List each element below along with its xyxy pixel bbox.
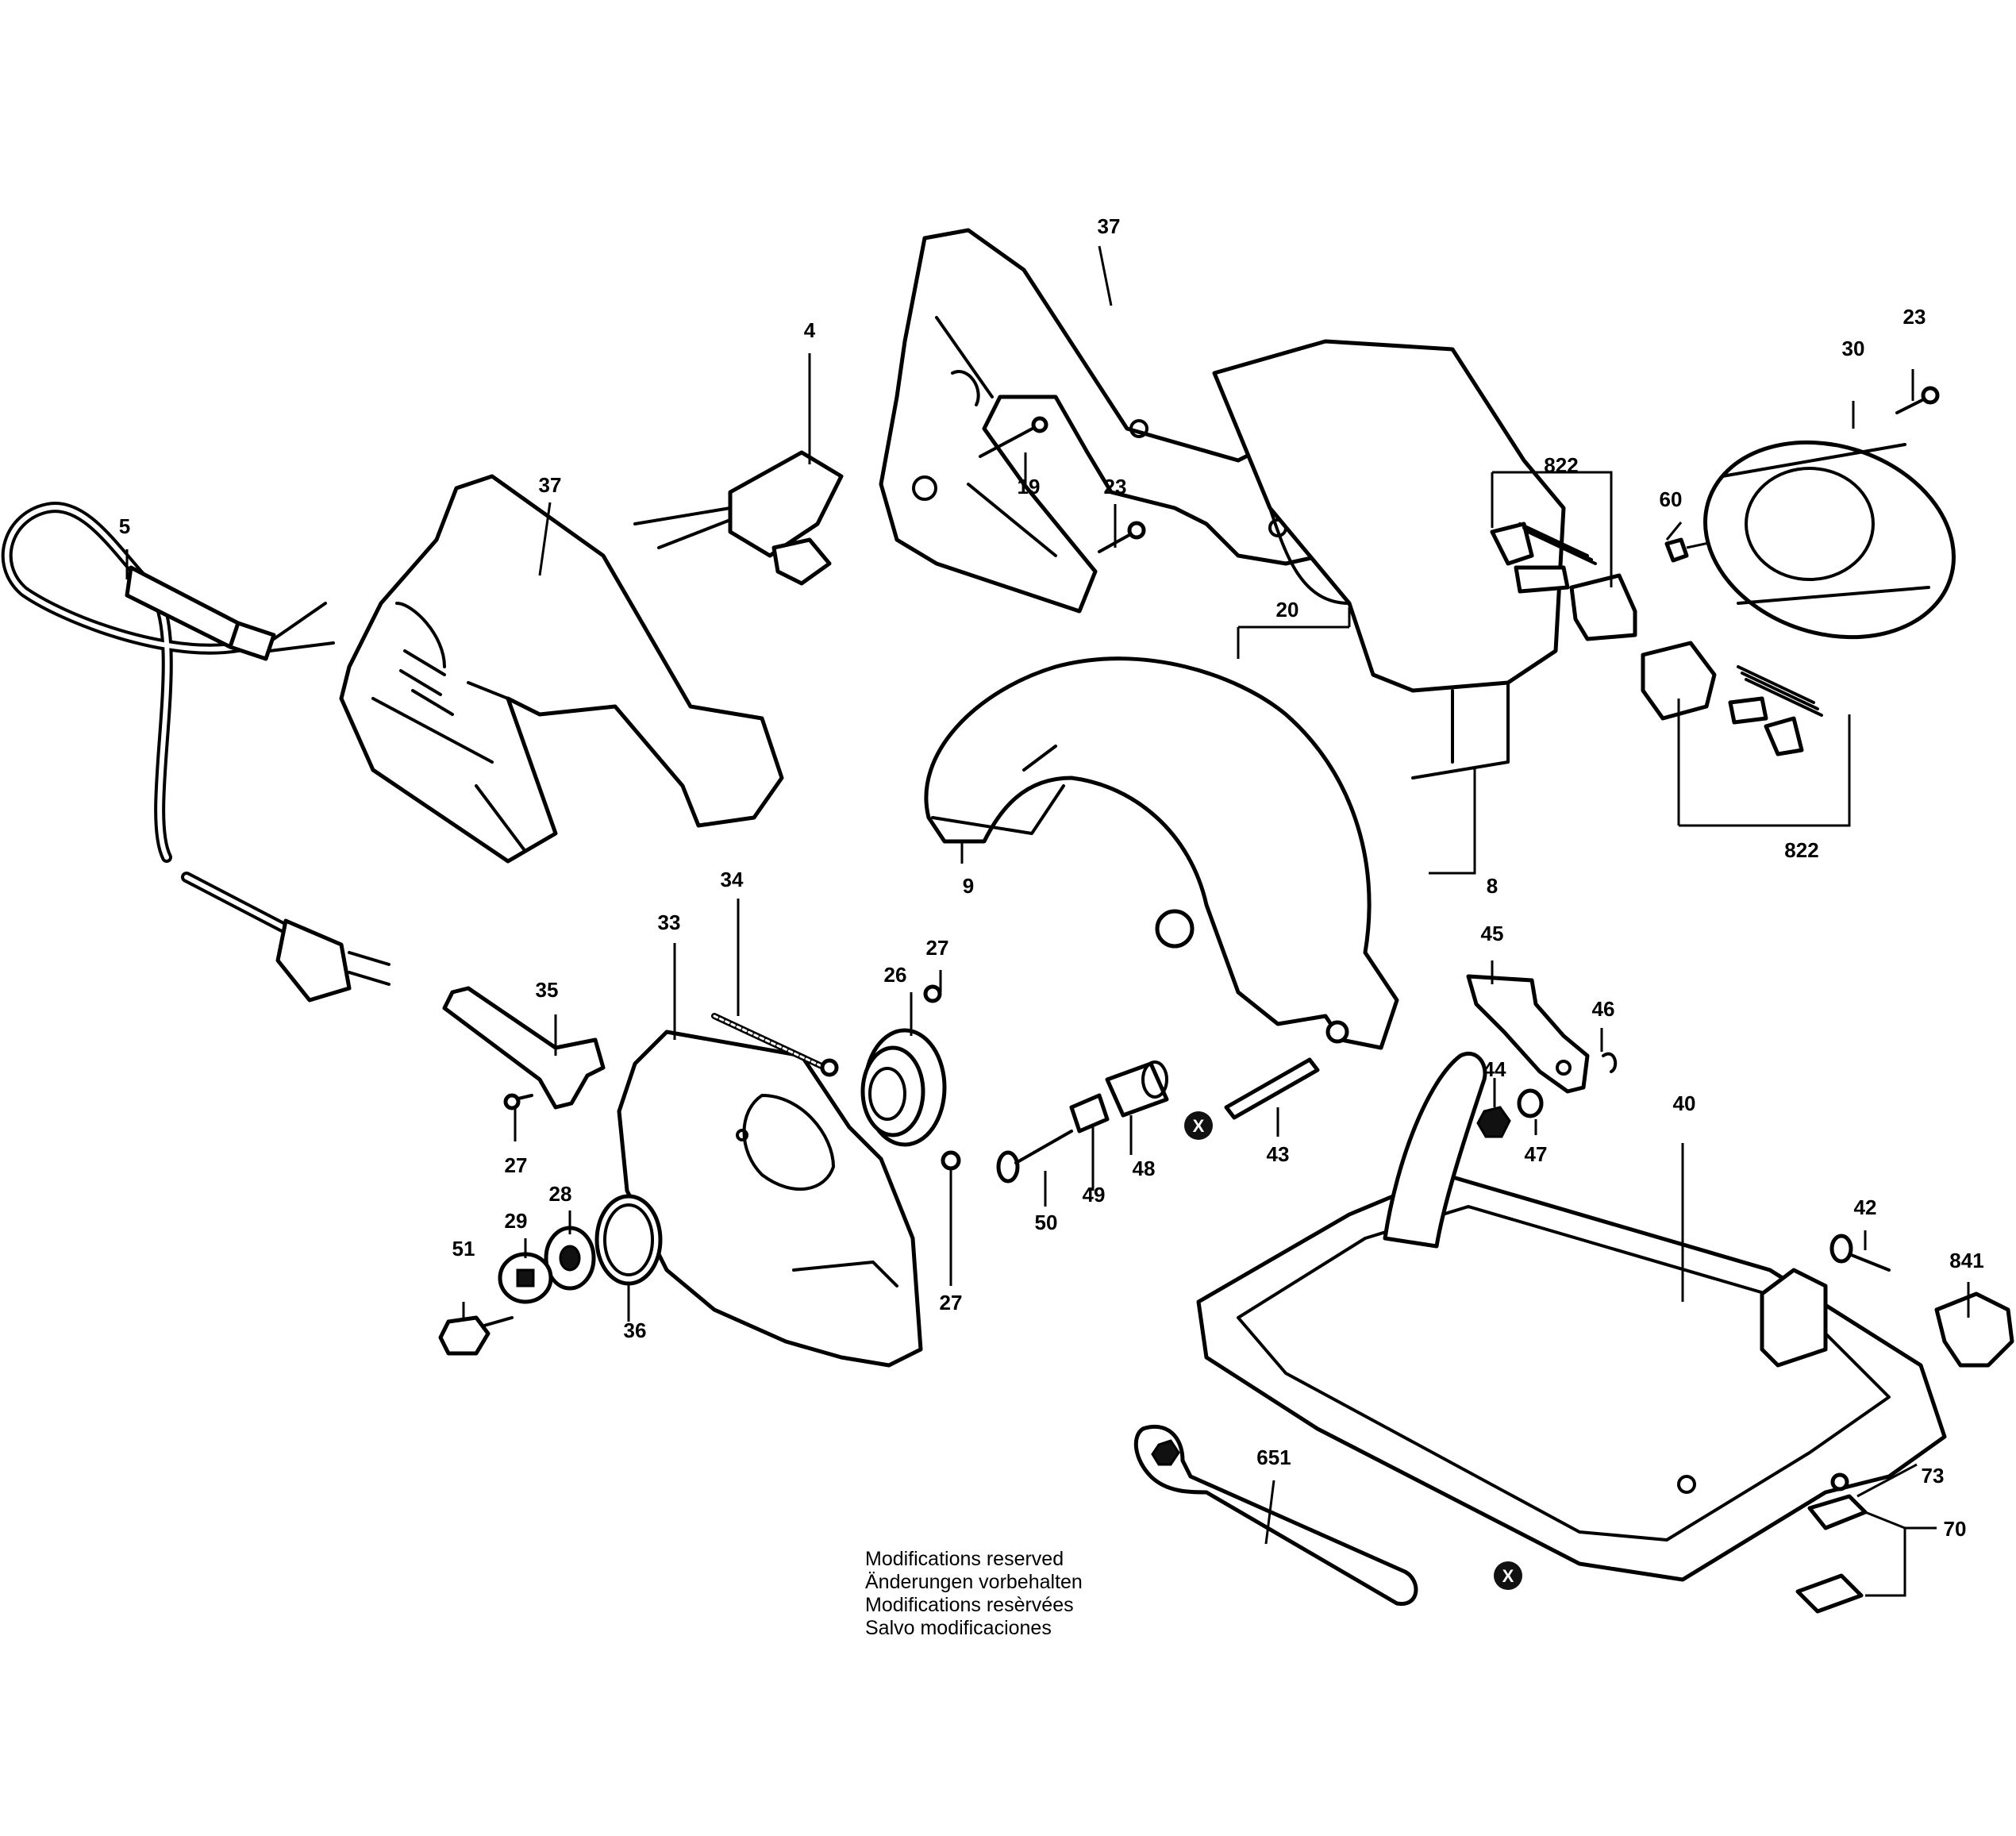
x-marker-left: X [1184, 1111, 1213, 1140]
callout-34: 34 [721, 868, 744, 891]
callout-70: 70 [1944, 1517, 1967, 1541]
lock-ring-36 [594, 1194, 663, 1286]
modifications-note: Modifications reserved Änderungen vorbeh… [865, 1548, 1083, 1640]
callout-35: 35 [536, 978, 559, 1002]
callout-43: 43 [1267, 1142, 1290, 1166]
callout-47: 47 [1525, 1142, 1548, 1166]
screw-27-top [923, 984, 942, 1003]
callout-27-lever: 27 [505, 1153, 528, 1177]
brush-holder-upper [1490, 522, 1637, 641]
callout-49: 49 [1083, 1183, 1106, 1207]
end-cap [1703, 440, 1956, 640]
callout-50: 50 [1035, 1211, 1058, 1234]
callout-48: 48 [1133, 1157, 1156, 1180]
switch [633, 450, 844, 586]
base-plate [1196, 1051, 1947, 1582]
screw-23-cap [1895, 386, 1940, 414]
power-cord [1, 502, 391, 1003]
lever-35 [442, 986, 606, 1110]
callout-651: 651 [1256, 1445, 1291, 1469]
washer-47 [1517, 1088, 1544, 1118]
note-es: Salvo modificaciones [865, 1617, 1052, 1639]
callout-27-bottom: 27 [940, 1291, 963, 1314]
callout-23-cap: 23 [1903, 305, 1926, 329]
callout-4: 4 [804, 318, 816, 342]
callout-9: 9 [963, 874, 974, 898]
callout-44: 44 [1483, 1057, 1506, 1081]
callout-37-left: 37 [539, 473, 562, 497]
callout-46: 46 [1592, 997, 1615, 1021]
pin-43 [1224, 1057, 1320, 1120]
clamping-flange-29 [498, 1252, 553, 1304]
callout-37-right: 37 [1098, 214, 1121, 238]
screw-23-housing [1098, 521, 1146, 553]
flange-washer-26 [860, 1028, 947, 1147]
screw-27-lever [503, 1093, 533, 1110]
outer-flange-28 [544, 1226, 596, 1291]
callout-45: 45 [1481, 922, 1504, 945]
clip-46 [1602, 1052, 1618, 1073]
spring-34 [711, 1013, 837, 1075]
callout-29: 29 [505, 1209, 528, 1233]
svg-text:X: X [1193, 1116, 1205, 1136]
callout-26: 26 [884, 963, 907, 987]
callout-42: 42 [1854, 1195, 1877, 1219]
screw-27-bottom [941, 1150, 961, 1171]
wrench-651 [1133, 1424, 1418, 1606]
clamp-70 [1795, 1494, 1868, 1614]
callout-822-upper: 822 [1544, 453, 1578, 477]
screw-73 [1830, 1472, 1849, 1492]
leader-lines [125, 245, 1970, 1597]
callout-19: 19 [1018, 475, 1041, 498]
bushing-48 [1105, 1060, 1169, 1118]
svg-text:X: X [1502, 1566, 1514, 1586]
callout-23-housing: 23 [1104, 475, 1127, 498]
bracket-45 [1466, 974, 1590, 1094]
callout-51: 51 [452, 1237, 475, 1261]
nut-44 [1476, 1106, 1511, 1138]
x-marker-bottom: X [1494, 1561, 1522, 1590]
callout-73: 73 [1922, 1464, 1945, 1488]
screw-42 [1829, 1234, 1891, 1272]
knob-841 [1934, 1291, 2014, 1368]
brush-holder-lower [1641, 641, 1823, 756]
note-fr: Modifications resèrvées [865, 1594, 1074, 1616]
bushing-49 [1069, 1093, 1110, 1134]
bolt-50 [996, 1130, 1073, 1184]
callout-40: 40 [1673, 1091, 1696, 1115]
callout-30: 30 [1842, 337, 1865, 360]
callout-822-lower: 822 [1784, 838, 1818, 862]
callout-60: 60 [1660, 487, 1683, 511]
callout-8: 8 [1487, 874, 1498, 898]
callout-27-top: 27 [926, 936, 949, 960]
motor-housing [1212, 339, 1566, 779]
bolt-51 [438, 1315, 514, 1356]
callout-33: 33 [658, 910, 681, 934]
callout-36: 36 [624, 1318, 647, 1342]
blade-guard-upper [924, 656, 1399, 1050]
screw-27-guard [820, 1058, 839, 1077]
screw-19 [979, 416, 1048, 458]
note-de: Änderungen vorbehalten [865, 1571, 1083, 1593]
callout-28: 28 [549, 1182, 572, 1206]
note-en: Modifications reserved [865, 1548, 1064, 1570]
handle-housing-left [339, 474, 784, 864]
callout-20: 20 [1276, 598, 1299, 622]
callout-5: 5 [119, 514, 130, 538]
callout-841: 841 [1949, 1249, 1983, 1272]
